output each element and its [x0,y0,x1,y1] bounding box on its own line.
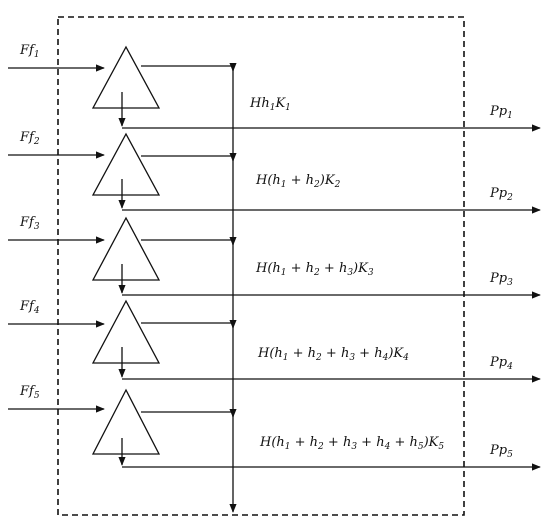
input-4-label: Ff4 [19,299,40,316]
stage-1-triangle [91,45,161,109]
output-5-label: Pp5 [489,443,513,460]
output-2-label: Pp2 [489,186,513,203]
stage-2-triangle [91,132,161,196]
output-4-label: Pp4 [489,355,513,372]
system-boundary-frame [57,16,465,516]
stage-5-formula-label: H(h1 + h2 + h3 + h4 + h5)K5 [259,435,444,452]
input-2-label: Ff2 [19,130,40,147]
output-1-label: Pp1 [489,104,513,121]
stage-4-formula-label: H(h1 + h2 + h3 + h4)K4 [257,346,409,363]
output-3-label: Pp3 [489,271,513,288]
stage-5-triangle [91,388,161,455]
stage-1-formula-label: Hh1K1 [249,96,291,113]
stage-3-triangle [91,216,161,281]
stage-2-formula-label: H(h1 + h2)K2 [255,173,341,190]
input-1-label: Ff1 [19,43,40,60]
input-5-label: Ff5 [19,384,40,401]
stage-4-triangle [91,299,161,364]
input-3-label: Ff3 [19,215,40,232]
stage-3-formula-label: H(h1 + h2 + h3)K3 [255,261,374,278]
